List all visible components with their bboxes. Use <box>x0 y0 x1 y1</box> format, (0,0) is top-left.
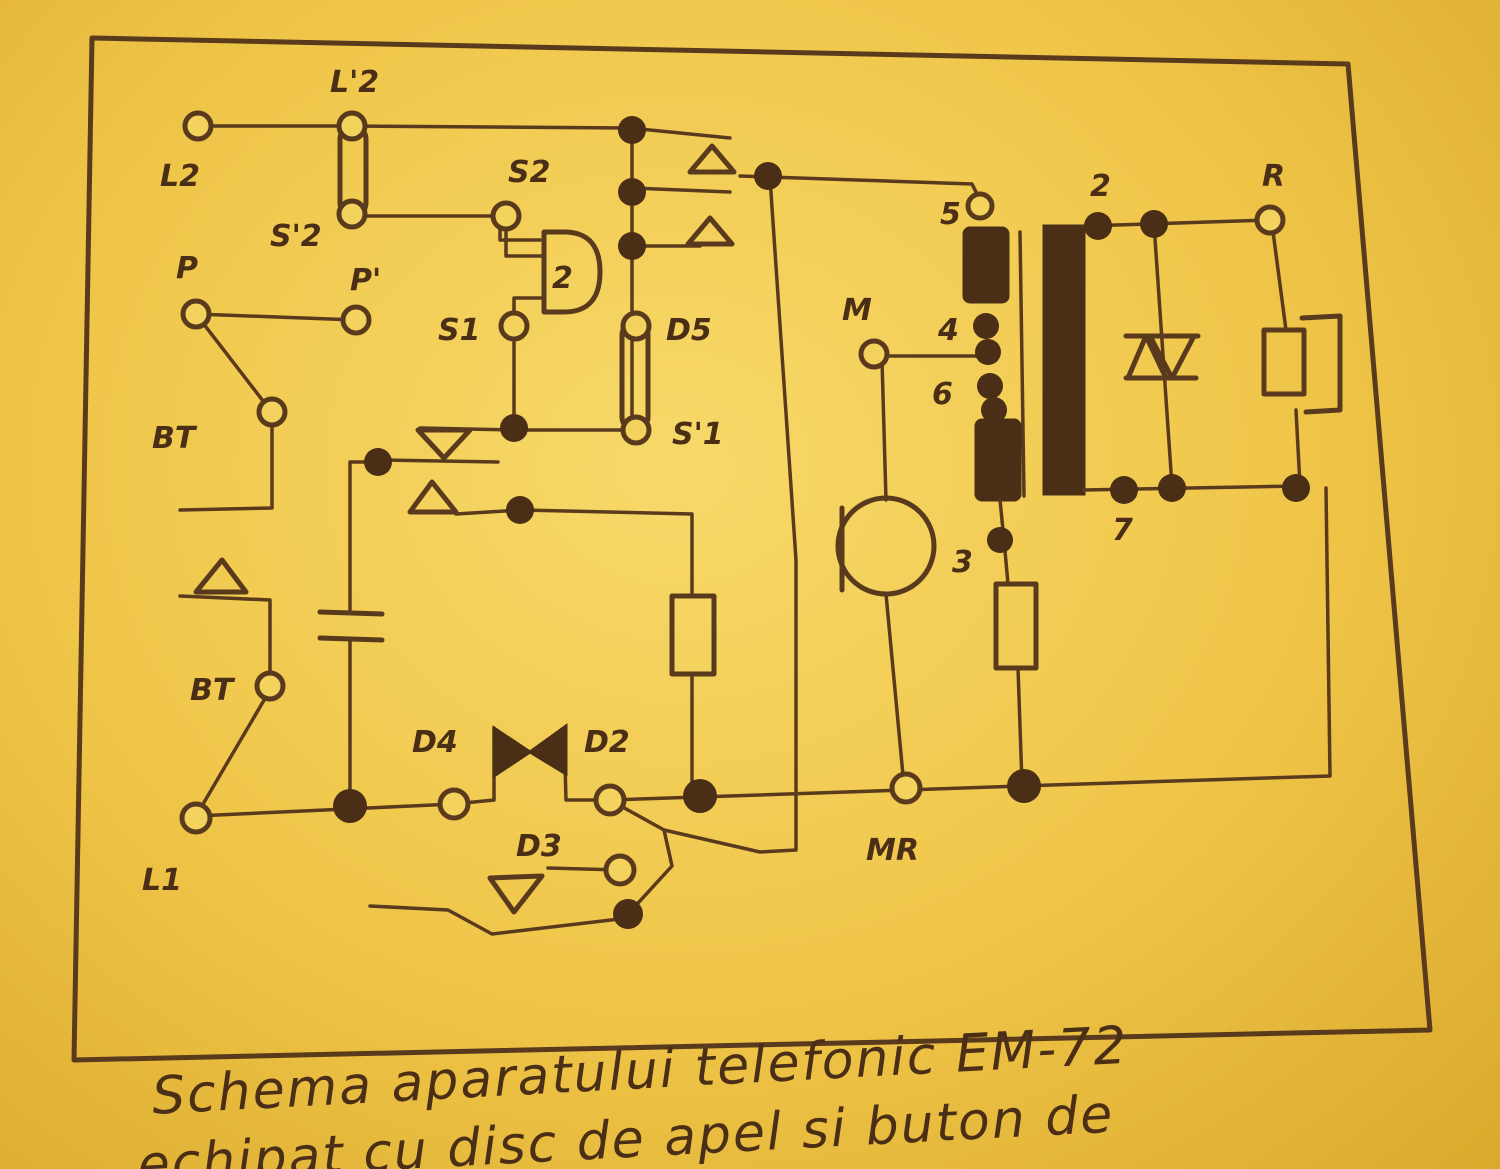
terminal-p <box>180 298 212 330</box>
caption: Schema aparatului telefonic EM-72 echipa… <box>136 1016 1130 1169</box>
junction-dots <box>333 116 1310 929</box>
capacitor <box>317 609 385 643</box>
label-terminal-4: 4 <box>937 313 959 348</box>
label-bt2: BT <box>190 673 236 708</box>
terminal-d2 <box>593 783 627 817</box>
resistor-right <box>993 581 1039 671</box>
terminal-l2p-top <box>336 110 368 142</box>
contact-triangle-mid2 <box>407 479 459 515</box>
label-terminal-7: 7 <box>1112 513 1133 548</box>
contact-triangle-bt <box>193 557 249 595</box>
resistor-mid <box>669 593 717 677</box>
terminal-l2 <box>182 110 214 142</box>
label-d4: D4 <box>412 725 458 760</box>
label-mr: MR <box>866 833 919 868</box>
label-s2p: S'2 <box>270 219 322 254</box>
label-d5: D5 <box>666 313 712 348</box>
receiver-r <box>1261 327 1307 397</box>
contact-triangle-d3 <box>487 873 545 915</box>
label-s1: S1 <box>438 313 480 348</box>
terminal-mr <box>889 771 923 805</box>
terminal-l1 <box>179 801 213 835</box>
microphone <box>835 495 937 597</box>
terminal-d4 <box>437 787 471 821</box>
label-l2p: L'2 <box>330 65 379 100</box>
border-frame <box>71 35 1433 1063</box>
receiver-r-plate <box>1299 313 1343 415</box>
label-m: M <box>842 293 872 328</box>
label-terminal-6: 6 <box>932 377 953 412</box>
label-bt1: BT <box>152 421 198 456</box>
label-l2: L2 <box>160 159 200 194</box>
label-d2: D2 <box>584 725 630 760</box>
coil-symbol <box>541 229 603 315</box>
label-terminal-5: 5 <box>940 197 961 232</box>
varistor <box>1123 333 1201 381</box>
diode-pair <box>492 723 568 779</box>
terminal-d3 <box>603 853 637 887</box>
terminal-s2p <box>336 198 368 230</box>
label-d3: D3 <box>516 829 562 864</box>
top-wiring <box>198 124 982 422</box>
contact-triangle-top2 <box>685 215 735 247</box>
terminal-d5 <box>620 310 652 342</box>
label-l1: L1 <box>142 863 182 898</box>
terminal-s1p <box>620 414 652 446</box>
terminal-m <box>858 338 890 370</box>
terminal-bt2 <box>254 670 286 702</box>
terminals <box>179 110 1286 887</box>
terminal-5 <box>965 191 995 221</box>
transformer <box>962 224 1086 502</box>
coil-label: 2 <box>552 261 573 296</box>
label-r: R <box>1262 159 1285 194</box>
contact-triangle-top1 <box>687 143 737 175</box>
label-s1p: S'1 <box>672 417 724 452</box>
label-s2: S2 <box>508 155 550 190</box>
label-terminal-3: 3 <box>952 545 973 580</box>
terminal-s2 <box>490 200 522 232</box>
terminal-bt1 <box>256 396 288 428</box>
label-pp: P' <box>350 263 381 298</box>
contact-triangle-mid1 <box>415 427 473 461</box>
terminal-r <box>1254 204 1286 236</box>
label-terminal-2: 2 <box>1090 169 1111 204</box>
label-p: P <box>176 251 198 286</box>
terminal-pp <box>340 304 372 336</box>
terminal-s1 <box>498 310 530 342</box>
